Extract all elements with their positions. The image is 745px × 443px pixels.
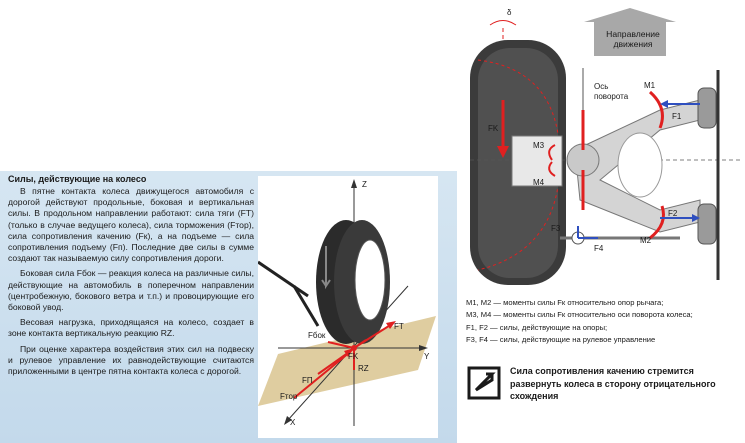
suspension-rod <box>257 260 309 298</box>
rim <box>354 239 386 321</box>
contact-center <box>351 345 357 351</box>
label-fk-suspension: FK <box>488 124 499 133</box>
m2-arc <box>649 205 665 240</box>
legend-item-1: M1, M2 — моменты силы Fк относительно оп… <box>466 298 664 307</box>
note-arrow-icon <box>474 372 496 392</box>
label-rz: RZ <box>358 364 369 373</box>
label-f4: F4 <box>594 244 604 253</box>
direction-label: Направление движения <box>606 29 660 49</box>
wheel-force-diagram: Z Y X FT Fбок FK RZ FП Fтор <box>257 176 438 438</box>
label-ft: FT <box>394 322 404 331</box>
article-paragraph-3: Весовая нагрузка, приходящаяся на колесо… <box>8 317 254 339</box>
ftor-arrow <box>293 351 351 399</box>
label-fp: FП <box>302 376 313 385</box>
m4-arc <box>548 161 556 177</box>
legend: M1, M2 — моменты силы Fк относительно оп… <box>466 297 741 347</box>
note-text: Сила сопротивления качению стремится раз… <box>510 366 716 401</box>
article-title: Силы, действующие на колесо <box>8 174 147 184</box>
label-f3: F3 <box>551 224 561 233</box>
rotation-arrow <box>321 246 331 290</box>
legend-item-2: M3, M4 — моменты силы Fк относительно ос… <box>466 310 693 320</box>
label-delta: δ <box>507 8 512 17</box>
article-paragraph-1: В пятне контакта колеса движущегося авто… <box>8 186 254 264</box>
f1-arrowhead <box>660 100 668 108</box>
f2-arrowhead <box>692 214 700 222</box>
upper-bushing <box>697 87 717 129</box>
article-paragraph-2: Боковая сила Fбок — реакция колеса на ра… <box>8 268 254 313</box>
suspension-rod-2 <box>292 285 320 327</box>
wheel-diagram-svg <box>257 179 436 426</box>
label-axis-z: Z <box>362 180 367 189</box>
x-axis-arrow <box>284 416 292 425</box>
direction-arrow-shape <box>584 8 676 56</box>
label-axis-y: Y <box>424 352 430 361</box>
label-m4: M4 <box>533 178 545 187</box>
label-ftor: Fтор <box>280 392 298 401</box>
arm-opening <box>617 132 663 198</box>
label-m2: M2 <box>640 236 652 245</box>
label-pivot-axis: Ось поворота <box>594 82 629 101</box>
label-fk: FK <box>348 352 359 361</box>
m1-arc <box>648 90 664 129</box>
legend-item-3: F1, F2 — силы, действующие на опоры; <box>466 322 608 332</box>
z-axis-arrow <box>351 179 357 188</box>
hub-block <box>511 135 563 187</box>
article-paragraph-4: При оценке характера воздействия этих си… <box>8 343 254 377</box>
fk-arrowhead-suspension <box>497 146 509 158</box>
lower-bushing <box>697 203 717 245</box>
delta-arc <box>489 20 517 26</box>
control-arm <box>574 99 701 233</box>
fbok-arrow <box>327 341 355 349</box>
label-fbok: Fбок <box>308 331 326 340</box>
label-axis-x: X <box>290 418 296 427</box>
m3-arc <box>548 144 556 161</box>
label-f2: F2 <box>668 209 678 218</box>
ft-arrowhead <box>386 321 396 329</box>
ground-plane <box>258 316 436 406</box>
label-f1: F1 <box>672 112 682 121</box>
article-body: В пятне контакта колеса движущегося авто… <box>8 186 254 381</box>
y-axis-arrow <box>419 345 428 351</box>
label-m1: M1 <box>644 81 656 90</box>
legend-item-4: F3, F4 — силы, действующие на рулевое уп… <box>466 335 656 345</box>
label-m3: M3 <box>533 141 545 150</box>
